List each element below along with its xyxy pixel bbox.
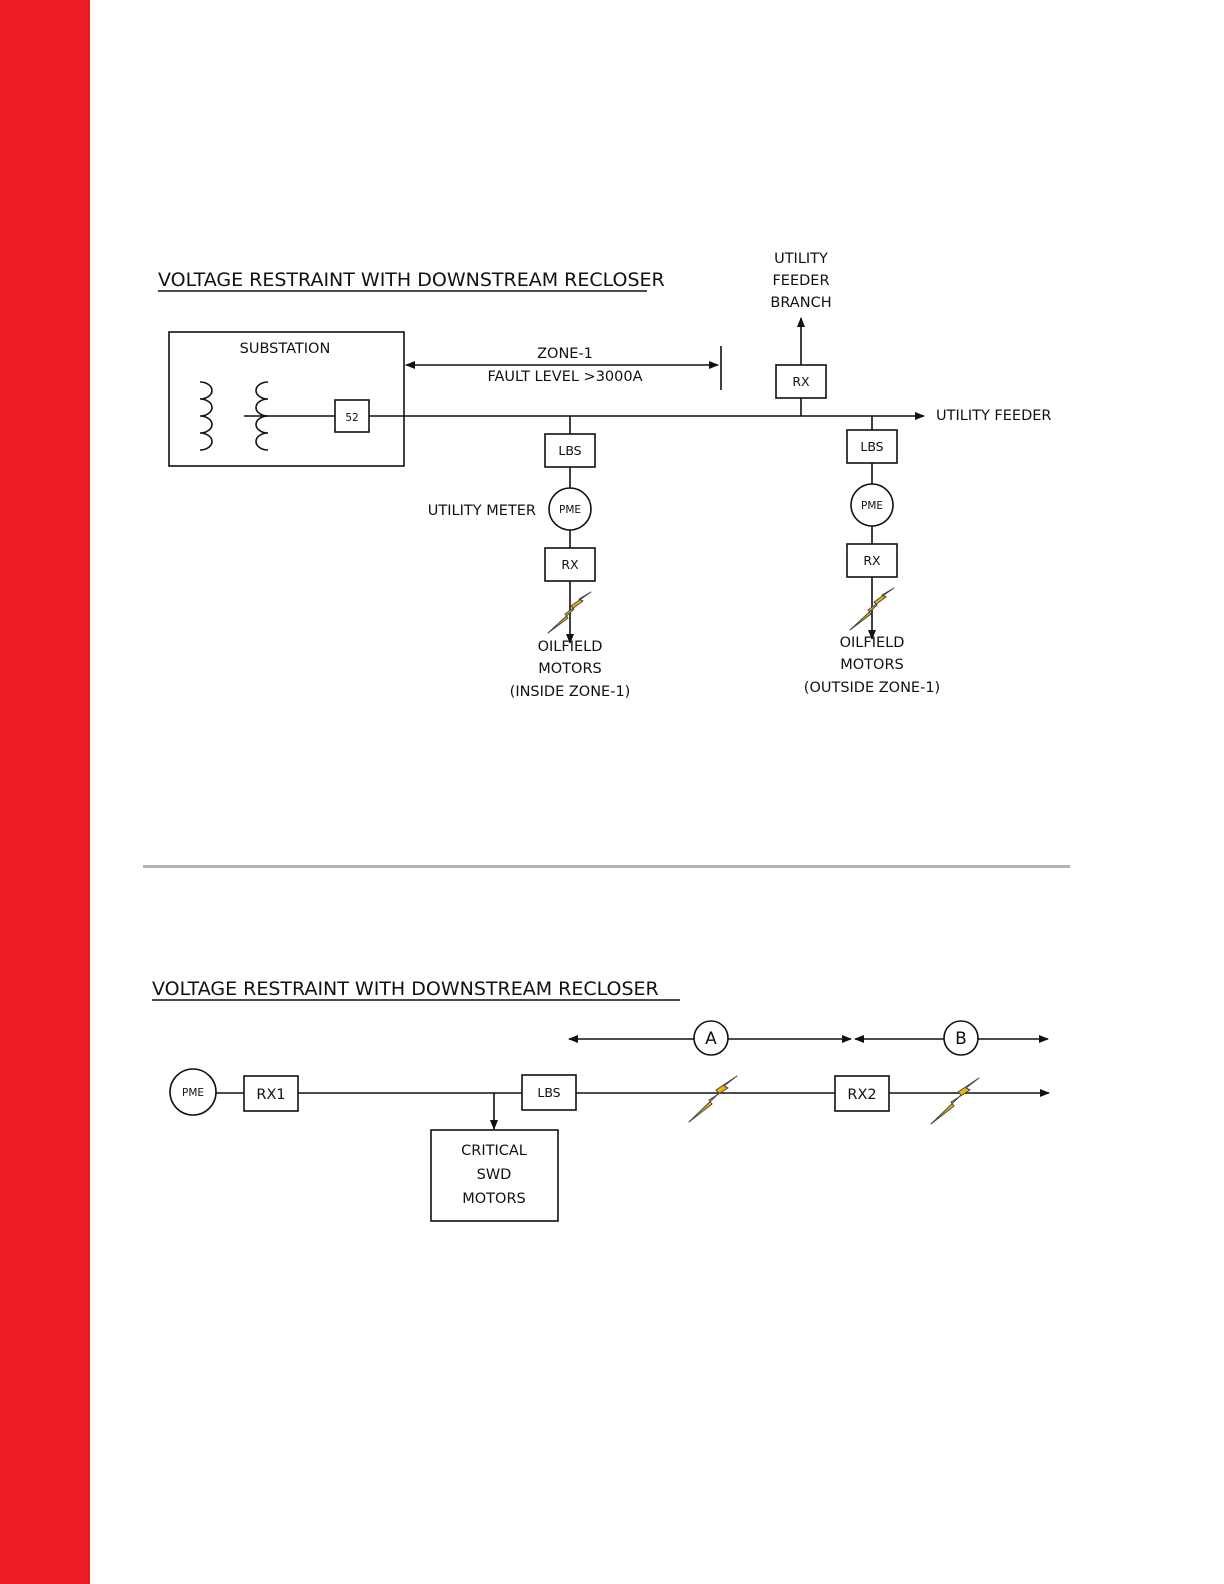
critical-line3: MOTORS [462, 1191, 525, 1207]
critical-line1: CRITICAL [461, 1143, 527, 1159]
branch-rx-label: RX [792, 374, 810, 389]
tap2-load-line2: MOTORS [840, 657, 903, 673]
branch-label-line1: UTILITY [774, 251, 828, 267]
tap2-load-line3: (OUTSIDE ZONE-1) [804, 680, 940, 696]
tap1-load-line2: MOTORS [538, 661, 601, 677]
bottom-pme-label: PME [182, 1087, 204, 1099]
fault-bolt-icon [688, 1075, 738, 1123]
top-diagram-title: VOLTAGE RESTRAINT WITH DOWNSTREAM RECLOS… [158, 269, 665, 291]
bottom-diagram: VOLTAGE RESTRAINT WITH DOWNSTREAM RECLOS… [152, 978, 1050, 1222]
fault-bolt-icon [930, 1077, 980, 1125]
tap1-load-line1: OILFIELD [538, 639, 603, 655]
tap1-rx-box [544, 547, 596, 582]
breaker-52-box [334, 399, 370, 433]
tap-inside-zone: LBS PME UTILITY METER RX OILFIELD MOTORS… [428, 416, 631, 700]
critical-motors-box [430, 1129, 559, 1222]
fault-bolt-icon [849, 587, 895, 631]
tap2-rx-box [846, 543, 898, 578]
tap1-rx-label: RX [561, 557, 579, 572]
tap-outside-zone: LBS PME RX OILFIELD MOTORS (OUTSIDE ZONE… [804, 416, 940, 696]
zone-a-label: A [705, 1029, 717, 1049]
branch-label-line3: BRANCH [770, 295, 831, 311]
tap2-pme-label: PME [861, 500, 883, 512]
fault-bolt-icon [547, 591, 592, 634]
zone-b-marker [943, 1020, 979, 1056]
bottom-diagram-title: VOLTAGE RESTRAINT WITH DOWNSTREAM RECLOS… [152, 978, 659, 1000]
tap1-lbs-label: LBS [558, 443, 581, 458]
utility-meter-label: UTILITY METER [428, 503, 536, 519]
tap2-rx-label: RX [863, 553, 881, 568]
substation-label: SUBSTATION [240, 341, 331, 357]
zone-a-marker [693, 1020, 729, 1056]
rx2-label: RX2 [847, 1087, 876, 1103]
critical-line2: SWD [477, 1167, 512, 1183]
tap1-pme-label: PME [559, 504, 581, 516]
branch-rx-box [775, 364, 827, 399]
tap2-load-line1: OILFIELD [840, 635, 905, 651]
rx2-box [834, 1075, 890, 1112]
fault-level-label: FAULT LEVEL >3000A [487, 369, 642, 385]
rx1-label: RX1 [256, 1087, 285, 1103]
branch-label-line2: FEEDER [772, 273, 829, 289]
bottom-lbs-box [521, 1074, 577, 1111]
utility-feeder-label: UTILITY FEEDER [936, 408, 1052, 424]
bottom-lbs-label: LBS [537, 1085, 560, 1100]
tap2-lbs-box [846, 429, 898, 464]
rx1-box [243, 1075, 299, 1112]
zone-b-label: B [955, 1029, 967, 1049]
zone-1-label: ZONE-1 [537, 346, 593, 362]
substation-box [168, 331, 405, 467]
section-divider [143, 865, 1070, 868]
top-diagram: VOLTAGE RESTRAINT WITH DOWNSTREAM RECLOS… [158, 251, 1052, 700]
bottom-pme-meter [169, 1068, 217, 1116]
tap2-lbs-label: LBS [860, 439, 883, 454]
breaker-52-label: 52 [345, 412, 358, 424]
red-sidebar-band [0, 0, 90, 1584]
tap1-load-line3: (INSIDE ZONE-1) [510, 684, 631, 700]
